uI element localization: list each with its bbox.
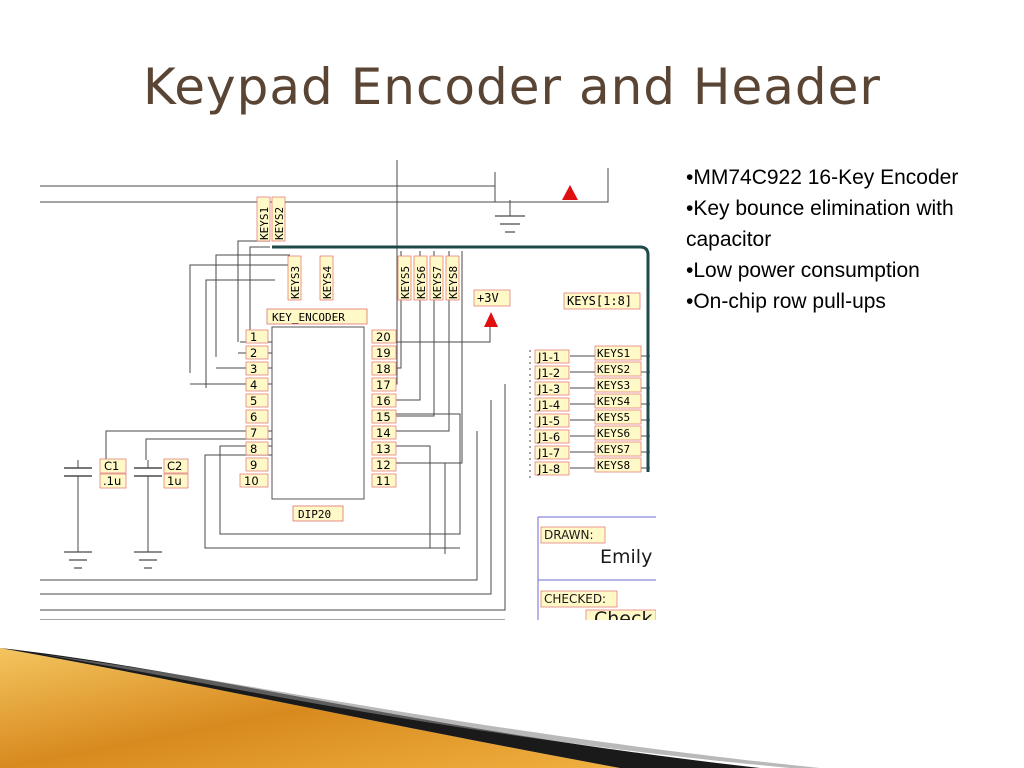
header-pin-label: J1-6 <box>537 430 560 444</box>
bullet-list: •MM74C922 16-Key Encoder •Key bounce eli… <box>686 162 986 317</box>
header-pin-label: J1-1 <box>537 350 560 364</box>
package-label: DIP20 <box>292 505 344 522</box>
header-pin-label: J1-4 <box>537 398 560 412</box>
header-net-label: KEYS5 <box>597 411 630 424</box>
svg-text:DIP20: DIP20 <box>298 508 331 521</box>
keys-bus-line <box>272 245 650 472</box>
bullet-item: •On-chip row pull-ups <box>686 290 886 313</box>
header-pin-label: J1-2 <box>537 366 560 380</box>
pin-label: 10 <box>244 474 259 488</box>
pin-label: 16 <box>376 394 391 408</box>
checked-value: Check <box>594 608 652 620</box>
header-pin-label: J1-7 <box>537 446 560 460</box>
pin-label: 8 <box>250 442 257 456</box>
svg-text:1u: 1u <box>167 474 182 488</box>
header-net-label: KEYS8 <box>597 459 630 472</box>
svg-text:C2: C2 <box>167 459 182 473</box>
power-label: +3V <box>473 289 511 307</box>
ground-symbol <box>64 551 92 569</box>
title-block: DRAWN: Emily CHECKED: Check <box>537 516 656 620</box>
footer-swoosh-decoration <box>0 648 820 768</box>
net-label: KEYS4 <box>321 266 334 299</box>
bullet-item: •Key bounce elimination with capacitor <box>686 197 954 251</box>
power-arrow-icon <box>562 185 578 200</box>
pin-label: 19 <box>376 346 391 360</box>
encoder-chip-body <box>271 326 365 500</box>
capacitor-c2-symbol <box>134 467 162 477</box>
bullet-item: •MM74C922 16-Key Encoder <box>686 166 959 189</box>
header-net-label: KEYS1 <box>597 347 630 360</box>
svg-text:KEY_ENCODER: KEY_ENCODER <box>272 311 345 324</box>
checked-label: CHECKED: <box>544 592 606 606</box>
header-net-label: KEYS6 <box>597 427 630 440</box>
header-net-label: KEYS3 <box>597 379 630 392</box>
drawn-label: DRAWN: <box>544 528 594 542</box>
svg-text:+3V: +3V <box>477 291 499 305</box>
pin-label: 1 <box>250 330 257 344</box>
pin-label: 9 <box>250 458 257 472</box>
svg-text:KEYS[1:8]: KEYS[1:8] <box>567 294 632 308</box>
net-label: KEYS6 <box>415 266 428 299</box>
net-label: KEYS8 <box>447 266 460 299</box>
capacitor-c1-labels: C1 .1u <box>99 458 127 489</box>
header-pin-label: J1-5 <box>537 414 560 428</box>
schematic-diagram: KEY_ENCODER DIP20 1 2 3 4 5 6 7 8 9 10 2… <box>40 160 656 620</box>
pin-label: 3 <box>250 362 257 376</box>
pin-label: 7 <box>250 426 257 440</box>
pin-label: 18 <box>376 362 391 376</box>
pin-label: 17 <box>376 378 391 392</box>
header-pin-group: J1-1 J1-2 J1-3 J1-4 J1-5 J1-6 J1-7 J1-8 <box>534 349 570 476</box>
net-label: KEYS2 <box>273 207 286 240</box>
pin-label: 2 <box>250 346 257 360</box>
svg-text:.1u: .1u <box>103 474 121 488</box>
header-net-label: KEYS7 <box>597 443 630 456</box>
bullet-item: •Low power consumption <box>686 259 920 282</box>
drawn-value: Emily <box>600 546 652 568</box>
pin-label: 5 <box>250 394 257 408</box>
header-pin-label: J1-8 <box>537 462 560 476</box>
header-net-label: KEYS2 <box>597 363 630 376</box>
ground-symbol <box>495 215 525 233</box>
pin-label: 20 <box>376 330 391 344</box>
net-label: KEYS5 <box>399 266 412 299</box>
header-net-label: KEYS4 <box>597 395 630 408</box>
ground-symbol <box>134 551 162 569</box>
right-pin-group: 20 19 18 17 16 15 14 13 12 11 <box>371 329 397 488</box>
pin-label: 6 <box>250 410 257 424</box>
net-label: KEYS3 <box>289 266 302 299</box>
capacitor-c2-labels: C2 1u <box>163 458 189 489</box>
pin-label: 11 <box>376 474 391 488</box>
capacitor-c1-symbol <box>64 467 92 477</box>
pin-label: 13 <box>376 442 391 456</box>
net-label: KEYS7 <box>431 266 444 299</box>
header-pin-label: J1-3 <box>537 382 560 396</box>
power-arrow-icon <box>484 312 498 327</box>
header-net-group: KEYS1 KEYS2 KEYS3 KEYS4 KEYS5 KEYS6 KEYS… <box>594 345 642 473</box>
left-pin-group: 1 2 3 4 5 6 7 8 9 10 <box>239 329 269 488</box>
pin-label: 12 <box>376 458 391 472</box>
svg-text:C1: C1 <box>104 459 119 473</box>
bus-label: KEYS[1:8] <box>563 292 641 310</box>
pin-label: 4 <box>250 378 257 392</box>
pin-label: 14 <box>376 426 391 440</box>
net-label: KEYS1 <box>258 207 271 240</box>
pin-label: 15 <box>376 410 391 424</box>
component-name-label: KEY_ENCODER <box>266 308 368 325</box>
net-labels-top: KEYS1 KEYS2 KEYS3 KEYS4 KEYS5 KEYS6 KEYS… <box>256 196 460 301</box>
slide-title: Keypad Encoder and Header <box>143 58 881 116</box>
